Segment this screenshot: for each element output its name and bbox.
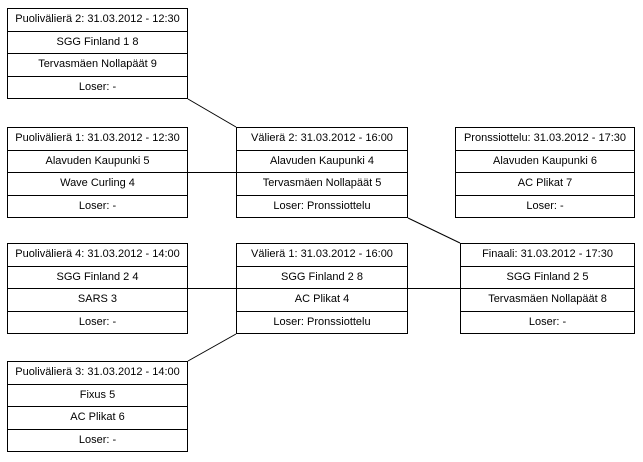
connector-qf2-to-sf2 <box>187 98 237 128</box>
team2-row: SARS 3 <box>8 288 187 311</box>
team1-row: Alavuden Kaupunki 6 <box>456 149 634 173</box>
match-title: Välierä 1: 31.03.2012 - 16:00 <box>251 248 393 261</box>
match-box-quarterfinal-1: Puolivälierä 1: 31.03.2012 - 12:30 Alavu… <box>7 127 188 218</box>
loser-row: Loser: - <box>8 428 187 452</box>
team1-row: Alavuden Kaupunki 5 <box>8 149 187 173</box>
match-title: Puolivälierä 3: 31.03.2012 - 14:00 <box>15 366 180 379</box>
team1-row: Alavuden Kaupunki 4 <box>237 149 407 173</box>
match-box-final: Finaali: 31.03.2012 - 17:30 SGG Finland … <box>460 243 635 334</box>
match-title: Finaali: 31.03.2012 - 17:30 <box>482 248 613 261</box>
team2-row: Wave Curling 4 <box>8 172 187 195</box>
team1-row: SGG Finland 2 8 <box>237 265 407 289</box>
match-title: Puolivälierä 2: 31.03.2012 - 12:30 <box>15 13 180 26</box>
match-box-quarterfinal-2: Puolivälierä 2: 31.03.2012 - 12:30 SGG F… <box>7 8 188 99</box>
team1-row: SGG Finland 2 5 <box>461 265 634 289</box>
match-title: Puolivälierä 4: 31.03.2012 - 14:00 <box>15 248 180 261</box>
match-box-semifinal-2: Välierä 2: 31.03.2012 - 16:00 Alavuden K… <box>236 127 408 218</box>
loser-row: Loser: Pronssiottelu <box>237 194 407 218</box>
loser-row: Loser: - <box>461 310 634 334</box>
loser-row: Loser: - <box>8 75 187 99</box>
match-box-semifinal-1: Välierä 1: 31.03.2012 - 16:00 SGG Finlan… <box>236 243 408 334</box>
team2-row: Tervasmäen Nollapäät 8 <box>461 288 634 311</box>
match-title: Puolivälierä 1: 31.03.2012 - 12:30 <box>15 132 180 145</box>
team2-row: Tervasmäen Nollapäät 9 <box>8 53 187 76</box>
match-title: Välierä 2: 31.03.2012 - 16:00 <box>251 132 393 145</box>
team2-row: AC Plikat 6 <box>8 406 187 429</box>
loser-row: Loser: - <box>8 310 187 334</box>
loser-row: Loser: - <box>456 194 634 218</box>
connector-sf1-to-qf3 <box>187 333 237 362</box>
team1-row: SGG Finland 2 4 <box>8 265 187 289</box>
team2-row: AC Plikat 4 <box>237 288 407 311</box>
match-box-quarterfinal-4: Puolivälierä 4: 31.03.2012 - 14:00 SGG F… <box>7 243 188 334</box>
connector-sf2-to-final <box>407 217 461 244</box>
team2-row: AC Plikat 7 <box>456 172 634 195</box>
match-title: Pronssiottelu: 31.03.2012 - 17:30 <box>463 132 627 145</box>
team2-row: Tervasmäen Nollapäät 5 <box>237 172 407 195</box>
match-box-bronze-game: Pronssiottelu: 31.03.2012 - 17:30 Alavud… <box>455 127 635 218</box>
team1-row: Fixus 5 <box>8 383 187 407</box>
loser-row: Loser: Pronssiottelu <box>237 310 407 334</box>
loser-row: Loser: - <box>8 194 187 218</box>
match-box-quarterfinal-3: Puolivälierä 3: 31.03.2012 - 14:00 Fixus… <box>7 361 188 452</box>
team1-row: SGG Finland 1 8 <box>8 30 187 54</box>
